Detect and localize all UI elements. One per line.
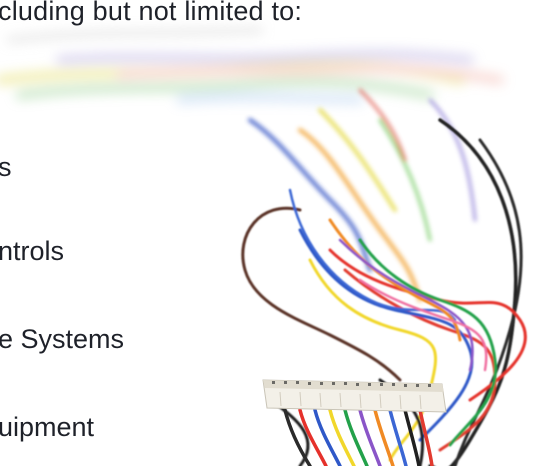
list-item: s xyxy=(0,152,12,182)
blurred-wires xyxy=(0,26,504,104)
list-item: ntrols xyxy=(0,236,65,266)
connector-wires xyxy=(283,408,434,466)
list-item: uipment xyxy=(0,412,95,442)
section-heading: cluding but not limited to: xyxy=(0,0,303,26)
list-item: e Systems xyxy=(0,324,125,354)
mid-wires xyxy=(248,88,477,302)
connector-icon xyxy=(262,379,447,413)
